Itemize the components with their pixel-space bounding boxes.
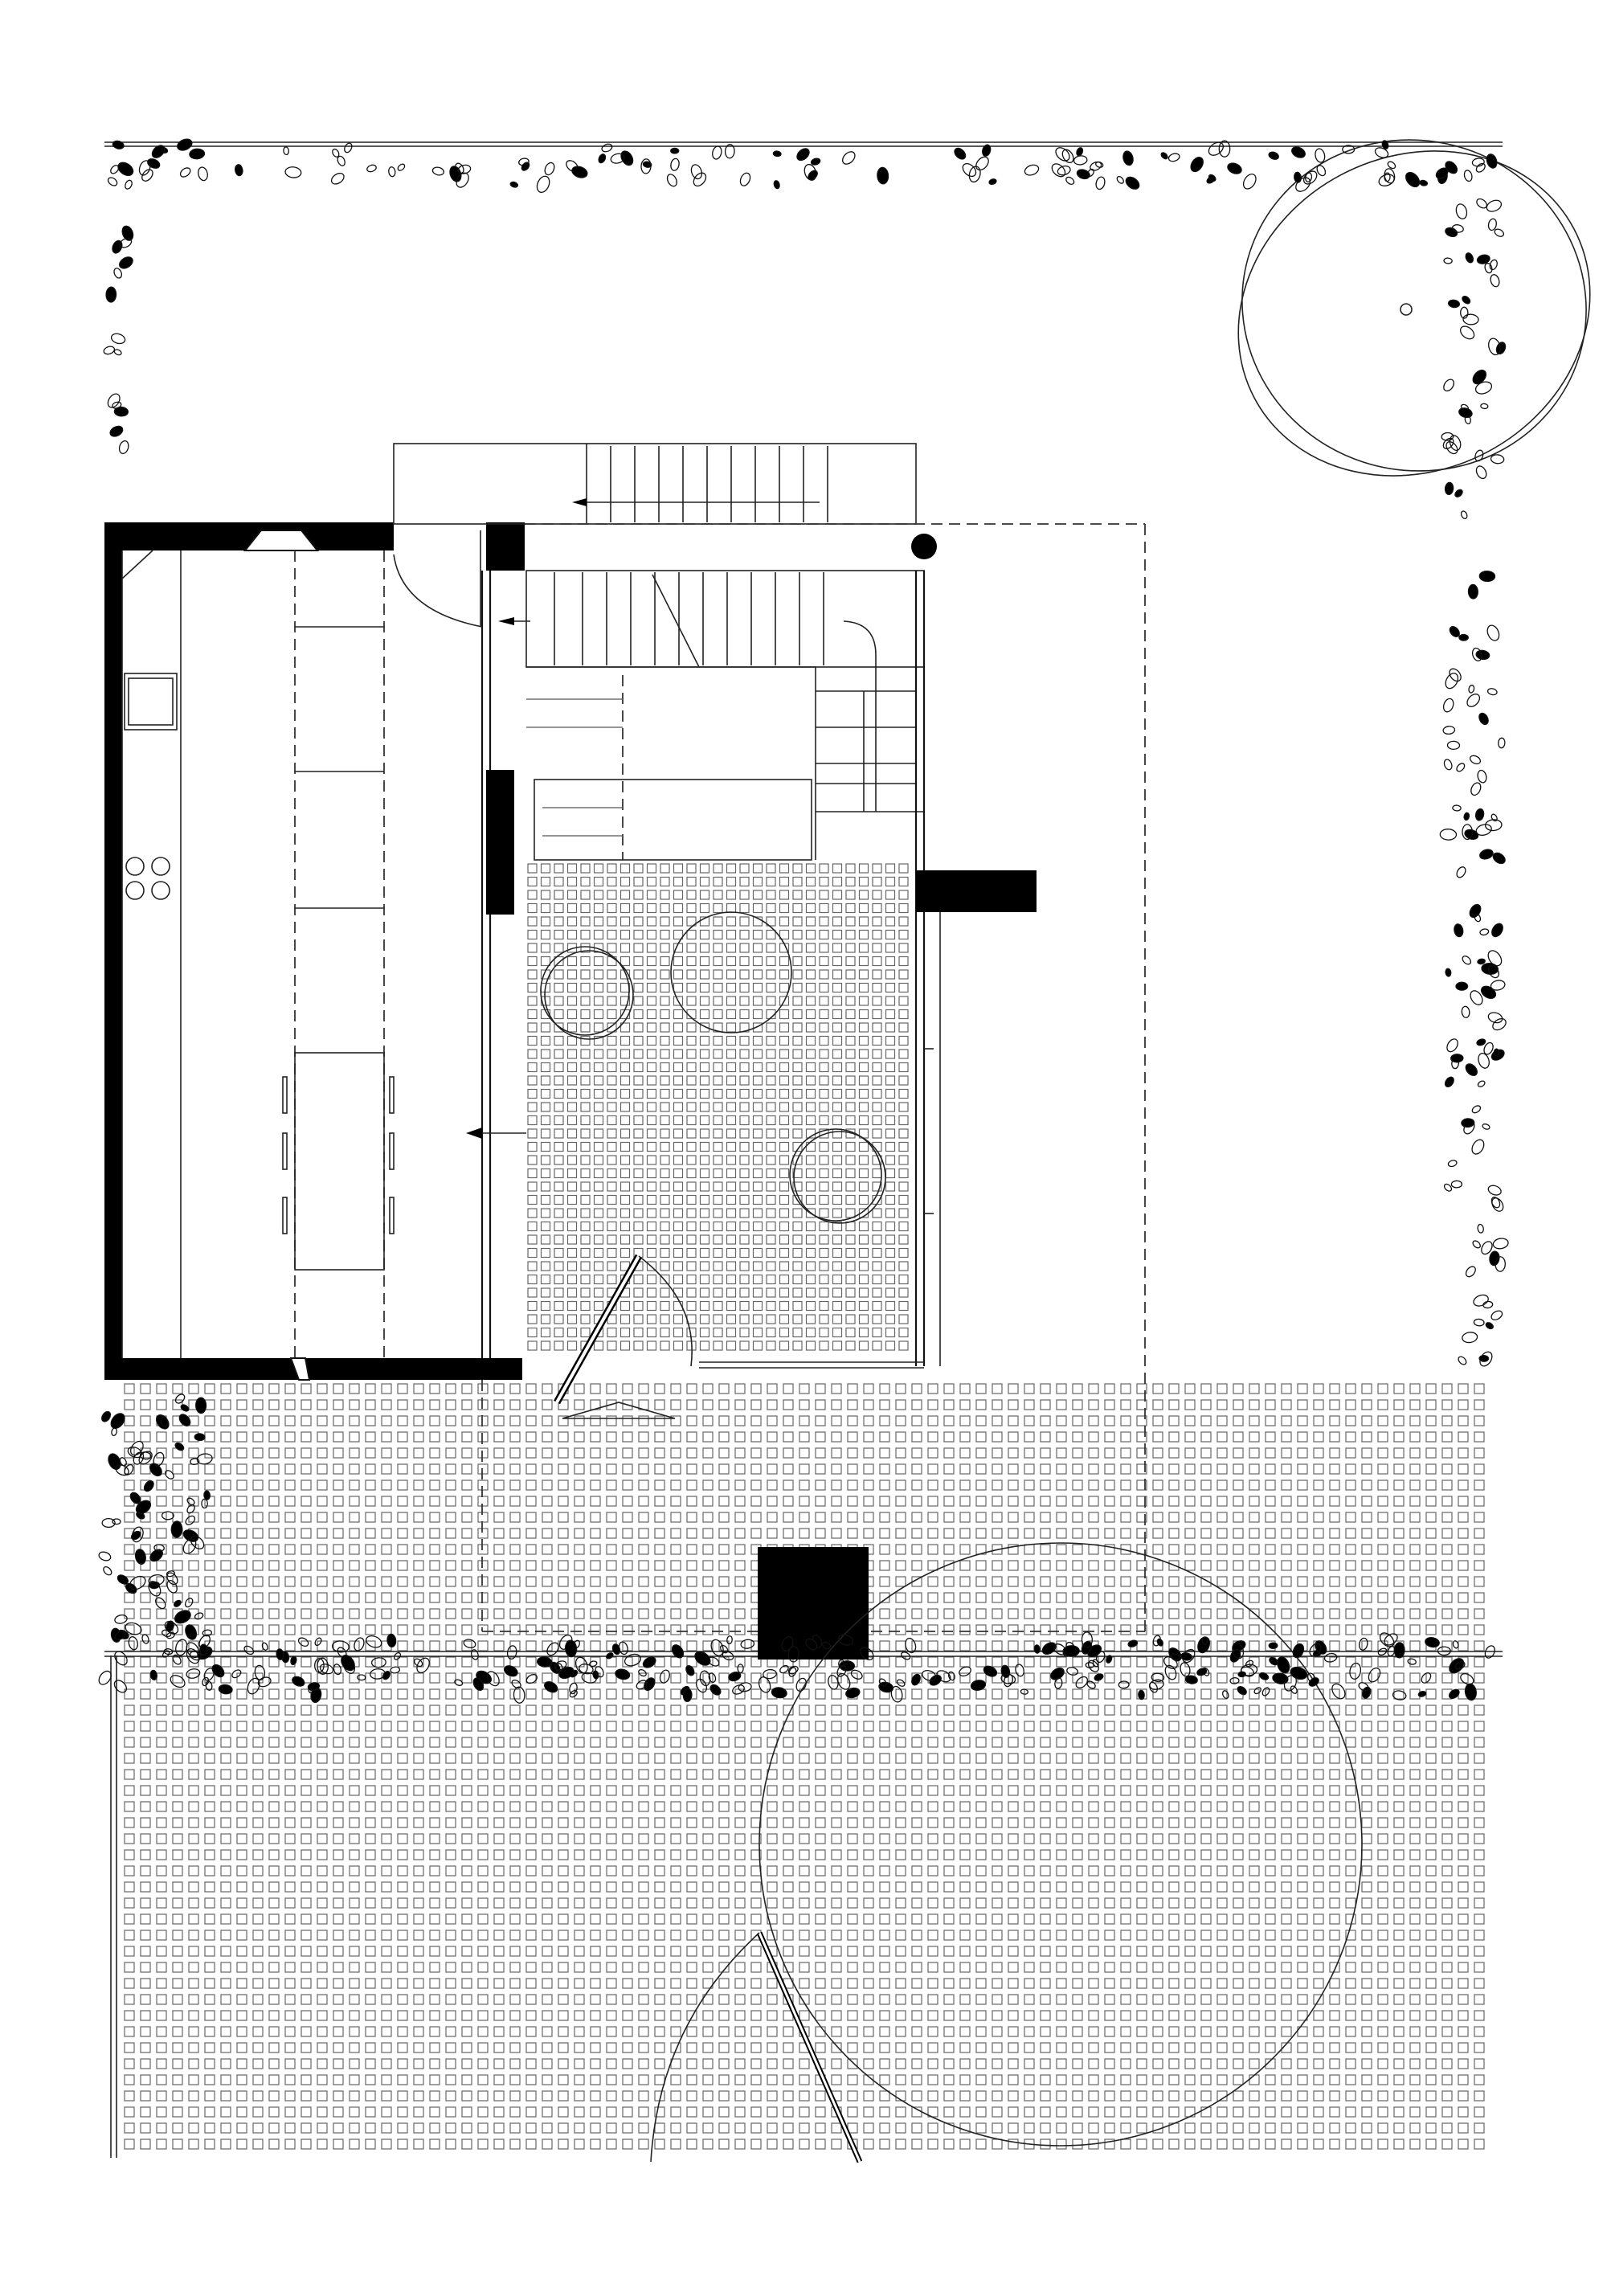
kitchen-room xyxy=(104,522,526,1381)
wall-stub xyxy=(916,870,1037,912)
dining-area xyxy=(540,870,1037,1419)
garden-gate xyxy=(650,1931,863,2163)
arrow-icon xyxy=(466,1128,526,1139)
cooktop-icon xyxy=(125,857,170,900)
dining-area-floor-tiles xyxy=(527,863,909,1351)
kitchen-wall-south xyxy=(104,1358,522,1380)
tree-canopy-top-right xyxy=(1237,139,1591,477)
column xyxy=(911,534,937,559)
stool xyxy=(789,1128,886,1224)
round-table xyxy=(670,911,792,1033)
kitchen-door-swing xyxy=(393,530,483,628)
stair-block xyxy=(393,443,1146,1632)
kitchen-wall-east-upper xyxy=(486,522,525,571)
kitchen-wall-east-lower xyxy=(486,770,514,915)
tree-canopy-large xyxy=(759,1542,1363,2147)
kitchen-wall-west xyxy=(104,522,122,1380)
stool xyxy=(540,946,634,1040)
dining-bench-marks xyxy=(282,1076,395,1234)
glass-door xyxy=(554,1254,693,1419)
hedge-planting xyxy=(98,138,1509,1704)
